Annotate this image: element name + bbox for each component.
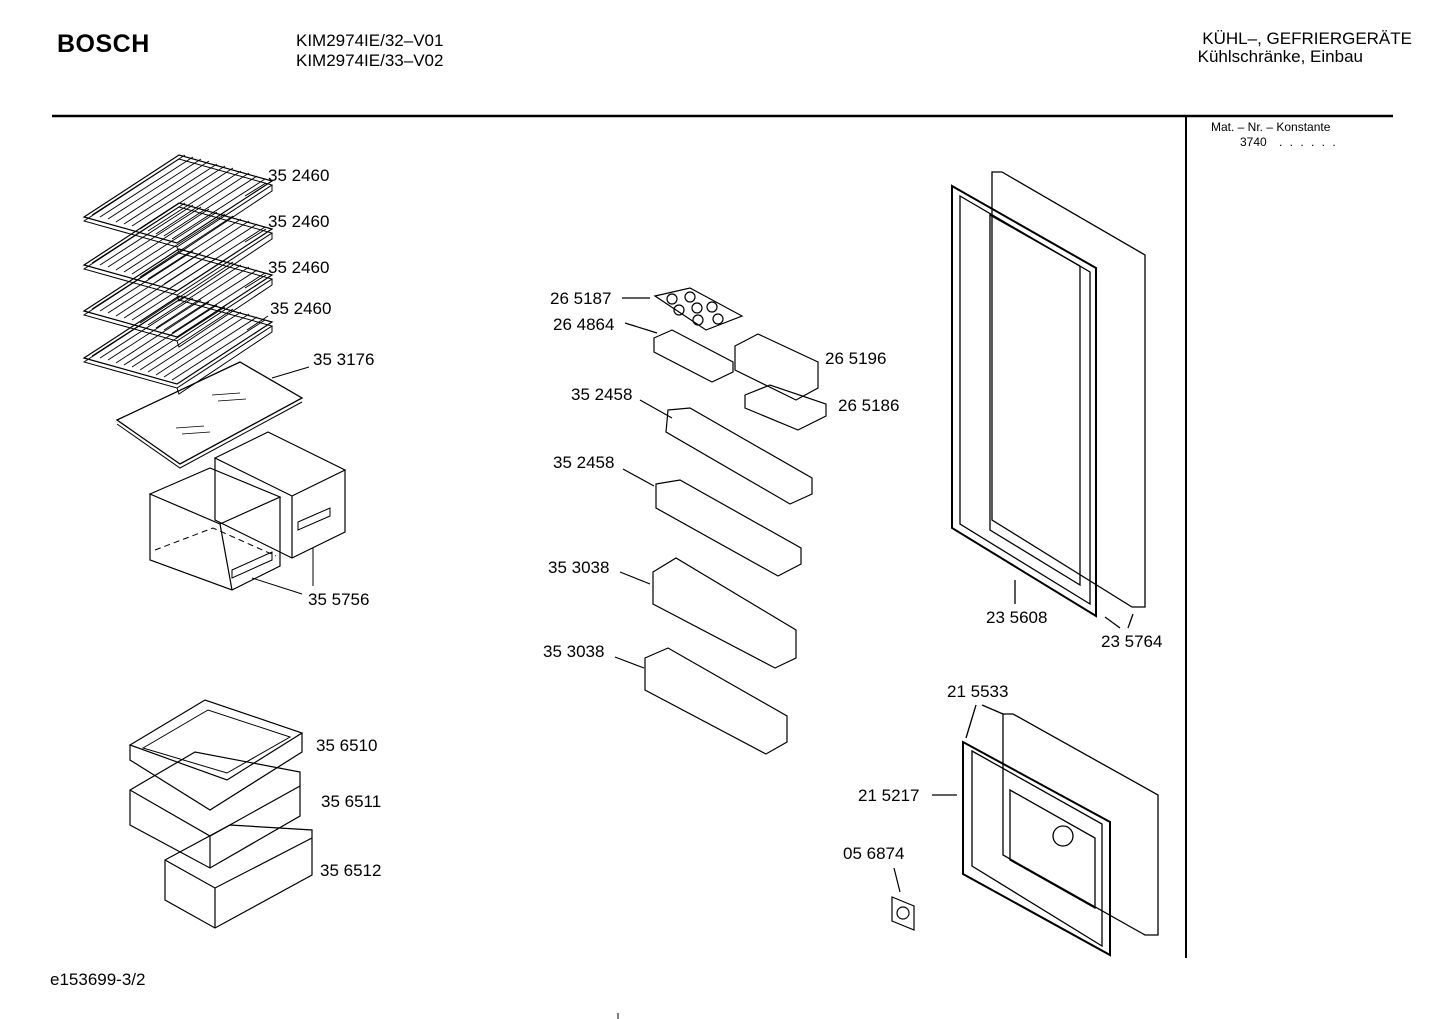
model-number-1: KIM2974IE/32–V01 xyxy=(296,31,444,50)
model-number-2: KIM2974IE/33–V02 xyxy=(296,51,444,70)
drawing-code: e153699-3/2 xyxy=(50,970,146,989)
crisper-drawers xyxy=(150,432,345,594)
part-number-p12: 26 5196 xyxy=(825,349,887,368)
part-number-p18: 23 5608 xyxy=(986,608,1048,627)
grid-shelf-3 xyxy=(83,248,273,348)
freezer-drawers xyxy=(130,700,312,928)
brand-logo: BOSCH xyxy=(57,30,150,58)
freezer-door xyxy=(932,705,1158,955)
part-number-p3: 35 2460 xyxy=(268,258,330,277)
mat-nr-dots: . . . . . . xyxy=(1279,135,1338,149)
part-number-p15: 35 2458 xyxy=(553,453,615,472)
part-number-p5: 35 3176 xyxy=(313,350,375,369)
glass-shelf xyxy=(117,362,302,468)
part-number-p14: 35 2458 xyxy=(571,385,633,404)
part-number-p21: 21 5217 xyxy=(858,786,920,805)
part-number-p11: 26 4864 xyxy=(553,315,615,334)
subcategory-title: Kühlschränke, Einbau xyxy=(1197,47,1363,66)
part-number-p10: 26 5187 xyxy=(550,289,612,308)
part-number-p17: 35 3038 xyxy=(543,642,605,661)
part-number-p9: 35 6512 xyxy=(320,861,382,880)
door-accessories xyxy=(615,288,826,754)
shelf-leader-lines xyxy=(245,183,309,378)
part-number-p6: 35 5756 xyxy=(308,590,370,609)
part-number-p7: 35 6510 xyxy=(316,736,378,755)
part-number-p2: 35 2460 xyxy=(268,212,330,231)
refrigerator-door xyxy=(952,172,1145,628)
part-number-p1: 35 2460 xyxy=(268,166,330,185)
part-number-p19: 23 5764 xyxy=(1101,632,1163,651)
mat-nr-label: Mat. – Nr. – Konstante xyxy=(1211,120,1331,134)
part-number-p13: 26 5186 xyxy=(838,396,900,415)
part-number-p4: 35 2460 xyxy=(270,299,332,318)
part-number-p20: 21 5533 xyxy=(947,682,1009,701)
part-number-p22: 05 6874 xyxy=(843,844,905,863)
knob xyxy=(892,868,914,930)
mat-nr-value: 3740 xyxy=(1240,135,1267,149)
category-title: KÜHL–, GEFRIERGERÄTE xyxy=(1202,29,1412,48)
part-number-p16: 35 3038 xyxy=(548,558,610,577)
part-number-p8: 35 6511 xyxy=(321,792,382,811)
